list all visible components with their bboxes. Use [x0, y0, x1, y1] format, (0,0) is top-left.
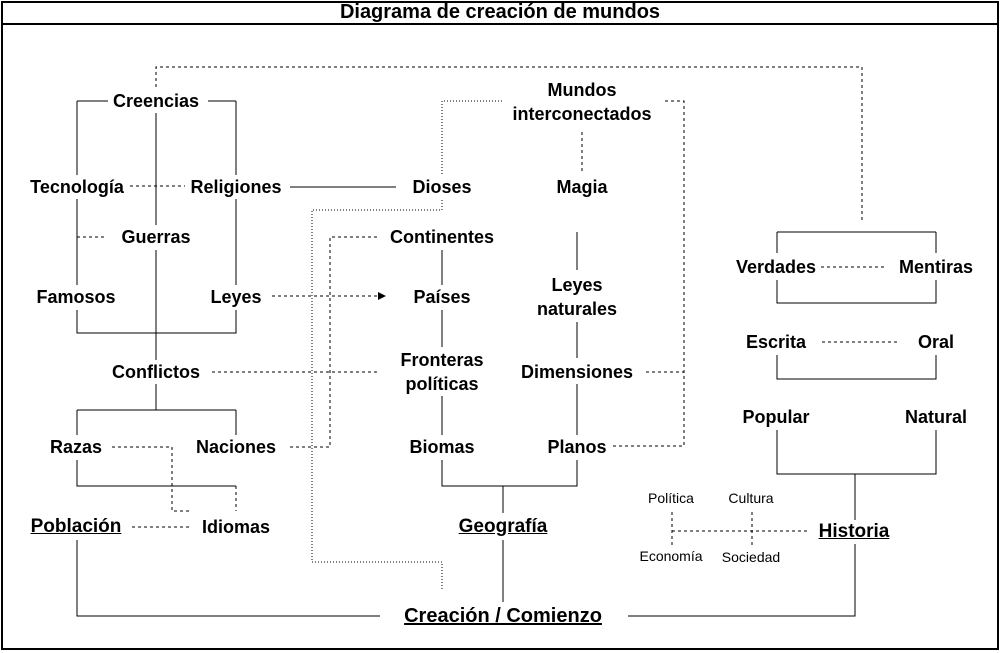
node-natural: Natural [902, 405, 970, 429]
node-dimensiones: Dimensiones [518, 360, 636, 384]
node-conflictos: Conflictos [110, 360, 202, 384]
node-creacion-comienzo: Creación / Comienzo [402, 604, 604, 628]
node-mundos-interconectados: Mundos interconectados [510, 78, 654, 126]
node-popular: Popular [740, 405, 812, 429]
node-idiomas: Idiomas [199, 515, 273, 539]
node-naciones: Naciones [193, 435, 279, 459]
node-cultura: Cultura [726, 490, 776, 506]
node-continentes: Continentes [387, 225, 497, 249]
node-tecnologia: Tecnología [28, 175, 126, 199]
node-politica: Política [646, 490, 696, 506]
node-magia: Magia [554, 175, 610, 199]
node-sociedad: Sociedad [719, 549, 783, 565]
node-guerras: Guerras [119, 225, 193, 249]
diagram-title: Diagrama de creación de mundos [1, 1, 999, 25]
node-escrita: Escrita [743, 330, 809, 354]
node-leyes-naturales: Leyes naturales [534, 273, 620, 321]
node-paises: Países [411, 285, 473, 309]
node-leyes: Leyes [208, 285, 264, 309]
node-planos: Planos [545, 435, 609, 459]
node-creencias: Creencias [110, 89, 202, 113]
node-dioses: Dioses [410, 175, 474, 199]
node-historia: Historia [816, 520, 892, 544]
node-economia: Economía [637, 548, 705, 564]
node-religiones: Religiones [188, 175, 284, 199]
node-mentiras: Mentiras [896, 255, 976, 279]
node-fronteras-politicas: Fronteras políticas [398, 348, 486, 396]
node-razas: Razas [47, 435, 105, 459]
node-oral: Oral [915, 330, 957, 354]
node-verdades: Verdades [733, 255, 819, 279]
node-geografia: Geografía [456, 515, 550, 539]
node-poblacion: Población [28, 515, 124, 539]
node-biomas: Biomas [407, 435, 477, 459]
node-famosos: Famosos [34, 285, 118, 309]
